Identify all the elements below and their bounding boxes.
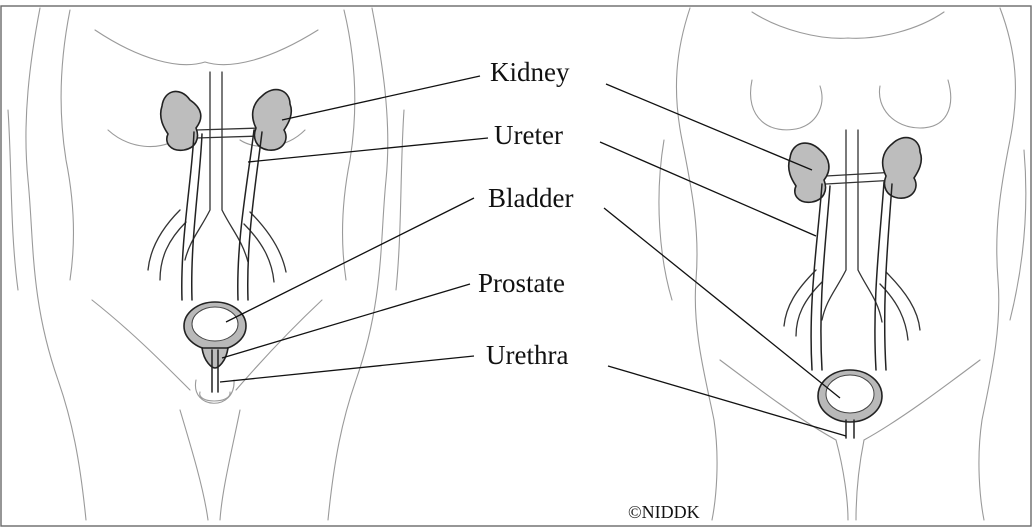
label-urethra: Urethra <box>486 340 568 370</box>
male-left-kidney <box>161 91 201 150</box>
copyright-credit: ©NIDDK <box>628 502 700 522</box>
bladder-leader-male <box>226 198 474 322</box>
female-left-kidney <box>789 143 829 202</box>
male-body-outline <box>8 8 404 520</box>
male-figure <box>8 8 404 520</box>
female-right-kidney <box>883 138 922 199</box>
female-figure <box>659 8 1026 520</box>
ureter-leader-female <box>600 142 816 236</box>
kidney-leader-female <box>606 84 812 170</box>
female-body-outline <box>659 8 1026 520</box>
label-ureter: Ureter <box>494 120 563 150</box>
male-bladder <box>184 302 246 350</box>
female-left-ureter <box>811 184 830 370</box>
urethra-leader-female <box>608 366 846 436</box>
female-bladder <box>818 370 882 422</box>
male-right-kidney <box>253 90 292 151</box>
label-prostate: Prostate <box>478 268 565 298</box>
label-bladder: Bladder <box>488 183 573 213</box>
male-right-ureter <box>238 130 262 300</box>
prostate-leader-male <box>222 284 470 358</box>
label-kidney: Kidney <box>490 57 570 87</box>
kidney-leader-male <box>282 76 480 120</box>
urethra-leader-male <box>220 356 474 382</box>
male-left-ureter <box>182 132 202 300</box>
